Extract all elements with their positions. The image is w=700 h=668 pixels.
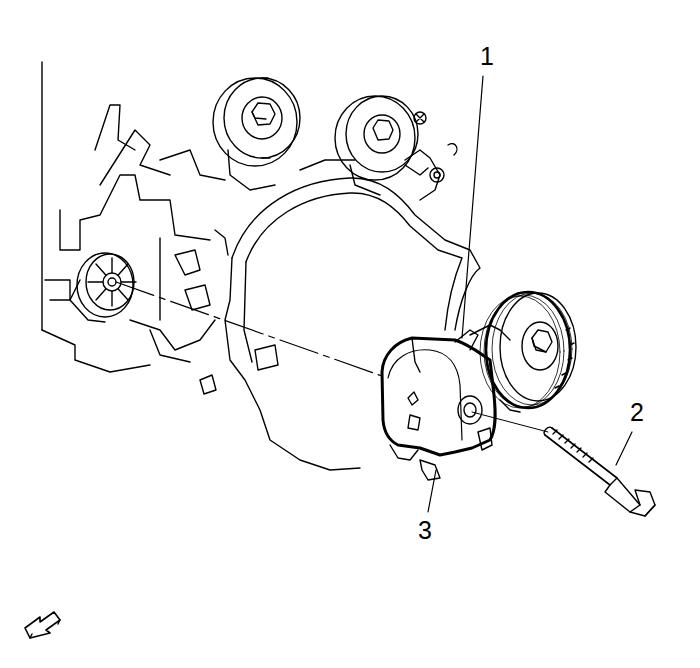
callout-number: 2 [630, 400, 644, 425]
callout-number: 3 [418, 518, 432, 543]
callout-number: 1 [480, 44, 494, 69]
